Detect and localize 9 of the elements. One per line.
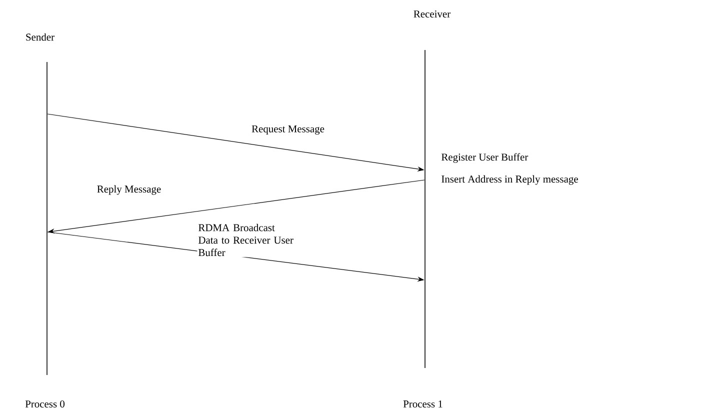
participant-label: Process 0 bbox=[25, 400, 64, 408]
edge-label: Reply Message bbox=[96, 184, 162, 196]
edge-label: Request Message bbox=[250, 124, 326, 136]
note-text: Insert Address in Reply message bbox=[442, 175, 578, 185]
note-text: Register User Buffer bbox=[442, 153, 528, 163]
participant-label: Receiver bbox=[414, 10, 450, 18]
edge-label: RDMA Broadcast Data to Receiver User Buffer bbox=[197, 222, 300, 258]
participant-label: Process 1 bbox=[403, 400, 442, 408]
participant-label: Sender bbox=[26, 33, 54, 41]
